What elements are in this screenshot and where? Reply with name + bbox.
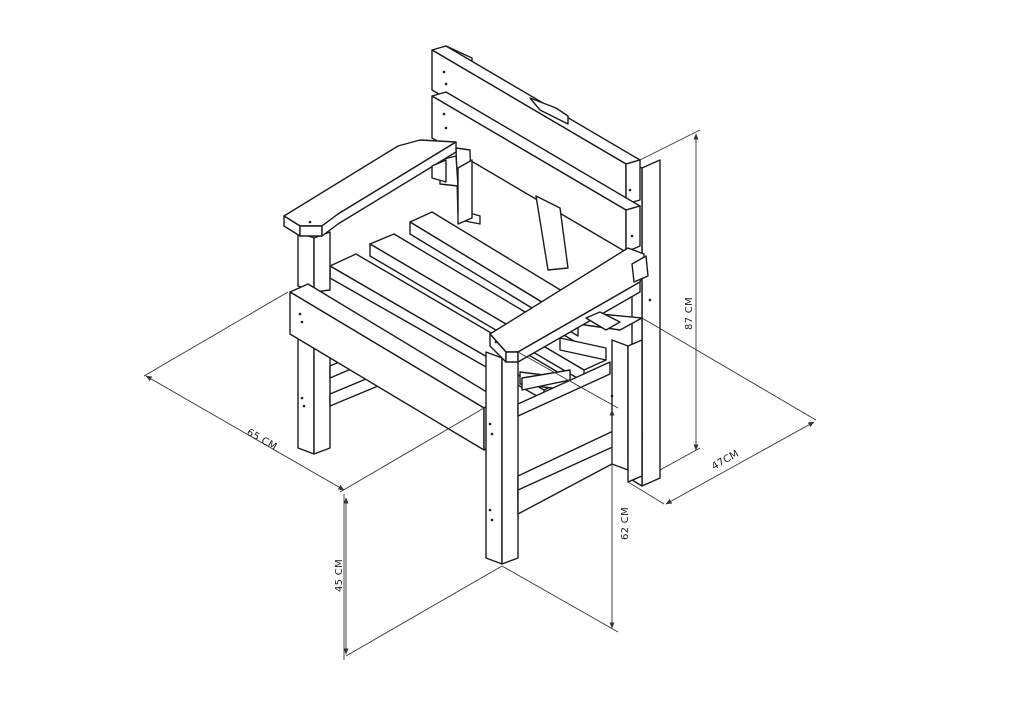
chair-illustration [283,45,661,565]
total-height-label: 87 CM [684,297,695,330]
depth-label: 47CM [710,448,741,472]
back-right-leg-lower [611,339,643,483]
backrest-lower-slat [431,91,641,253]
right-armrest [489,247,649,363]
dimension-lines [143,129,817,660]
front-right-leg [485,351,519,565]
seat-height-label: 45 CM [334,559,345,592]
right-arm-post [585,311,621,331]
screw-marks [298,70,652,522]
left-armrest [283,139,457,237]
arm-height-label: 62 CM [620,507,631,540]
backrest-top-slat [431,45,641,205]
left-arm-post [297,231,331,293]
width-label: 65 CM [245,427,279,453]
back-left-post [457,159,473,225]
